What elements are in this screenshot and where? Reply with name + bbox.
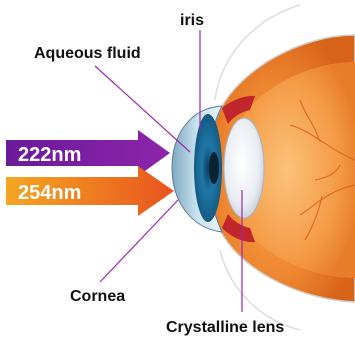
label-iris: iris	[180, 12, 204, 29]
label-cornea: Cornea	[70, 288, 125, 305]
arrow-254nm-label: 254nm	[18, 182, 81, 204]
pupil	[209, 152, 219, 184]
label-crystalline-lens: Crystalline lens	[166, 319, 284, 336]
label-aqueous-fluid: Aqueous fluid	[34, 45, 141, 62]
arrow-254nm: 254nm	[6, 166, 174, 216]
crystalline-lens	[224, 118, 264, 218]
arrow-222nm: 222nm	[6, 130, 170, 176]
arrow-222nm-label: 222nm	[18, 144, 81, 166]
